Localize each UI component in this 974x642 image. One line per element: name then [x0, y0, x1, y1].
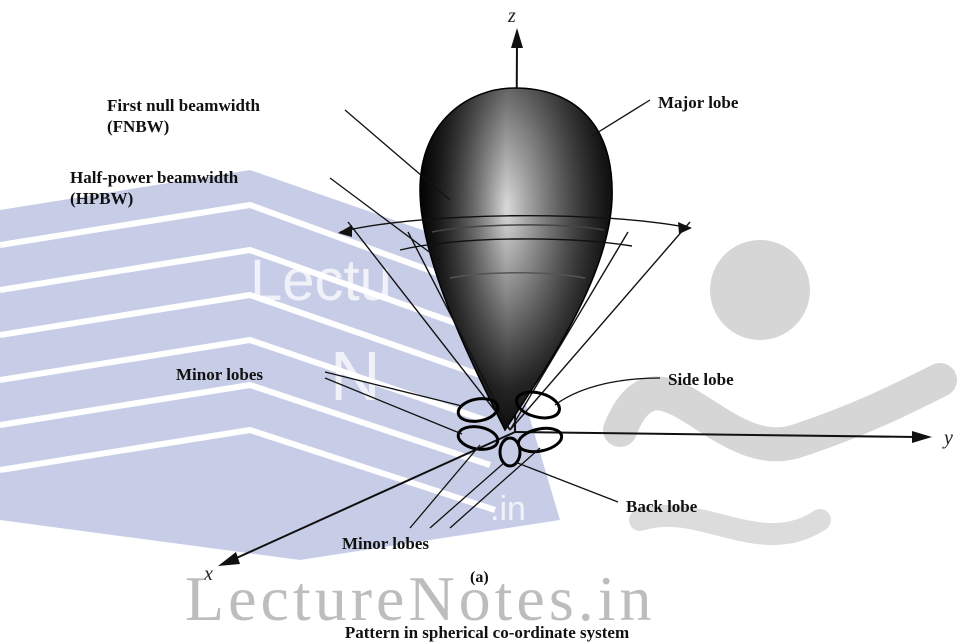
watermark-book-text-3: .in — [490, 490, 526, 528]
minor-lobes-top-label: Minor lobes — [176, 365, 263, 384]
major-lobe-label: Major lobe — [658, 93, 739, 112]
z-axis-arrow — [511, 28, 523, 48]
side-lobe-label: Side lobe — [668, 370, 734, 389]
y-axis-arrow — [912, 431, 932, 443]
hpbw-label-line1: Half-power beamwidth — [70, 168, 239, 187]
watermark-circle — [710, 240, 810, 340]
fnbw-arrow-right — [678, 222, 692, 234]
minor-lobes-bottom-label: Minor lobes — [342, 534, 429, 553]
y-axis-label: y — [942, 427, 953, 449]
watermark-book-text-1: Lectu — [250, 248, 392, 313]
back-lobe-label: Back lobe — [626, 497, 698, 516]
fnbw-label-line2: (FNBW) — [107, 117, 169, 136]
z-axis-label: z — [507, 5, 516, 27]
watermark-book-text-2: N — [330, 337, 381, 415]
fnbw-label-line1: First null beamwidth — [107, 96, 261, 115]
watermark-swoosh-lower — [640, 516, 820, 534]
leader-major-lobe — [592, 100, 650, 136]
hpbw-label-line2: (HPBW) — [70, 189, 133, 208]
figure-caption: Pattern in spherical co-ordinate system — [345, 623, 629, 642]
